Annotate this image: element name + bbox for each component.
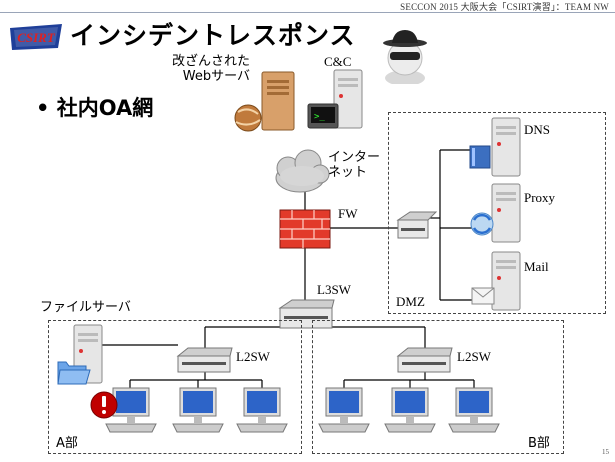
dmz-zone bbox=[388, 112, 606, 314]
logo-text: CSIRT bbox=[17, 30, 56, 45]
mail-label: Mail bbox=[524, 259, 549, 274]
internet-cloud-icon bbox=[275, 149, 330, 193]
file-server-label: ファイルサーバ bbox=[40, 300, 131, 315]
slide-title: インシデントレスポンス bbox=[70, 21, 356, 50]
proxy-label: Proxy bbox=[524, 190, 556, 205]
pc-b1-icon bbox=[318, 387, 370, 433]
dns-server-icon bbox=[469, 117, 521, 177]
l2-switch-b-icon bbox=[396, 347, 453, 373]
l2-switch-a-icon bbox=[176, 347, 233, 373]
pc-a1-icon bbox=[105, 387, 157, 433]
l3sw-label: L3SW bbox=[317, 282, 351, 297]
pc-a2-icon bbox=[172, 387, 224, 433]
l2sw-b-label: L2SW bbox=[457, 349, 491, 364]
svg-text:>_: >_ bbox=[314, 112, 325, 122]
dns-label: DNS bbox=[524, 122, 551, 137]
cnc-server-icon: >_ bbox=[307, 69, 363, 129]
alert-icon bbox=[90, 391, 118, 419]
internet-label: インター ネット bbox=[328, 150, 381, 180]
l3-switch-icon bbox=[278, 299, 335, 329]
pc-b2-icon bbox=[384, 387, 436, 433]
tampered-web-server-icon bbox=[234, 71, 295, 132]
file-server-icon bbox=[57, 324, 103, 385]
fw-label: FW bbox=[338, 206, 358, 221]
pc-a3-icon bbox=[236, 387, 288, 433]
proxy-server-icon bbox=[470, 183, 521, 243]
zone-a-label: A部 bbox=[56, 436, 78, 451]
header-rule bbox=[0, 12, 615, 13]
zone-b-label: B部 bbox=[528, 436, 550, 451]
dmz-label: DMZ bbox=[396, 294, 425, 309]
mail-server-icon bbox=[471, 251, 521, 311]
header-event-text: SECCON 2015 大阪大会「CSIRT演習」：TEAM NW bbox=[400, 2, 609, 12]
firewall-icon bbox=[279, 209, 331, 249]
zone-a bbox=[48, 320, 302, 454]
seccon-logo: CSIRT bbox=[8, 20, 64, 52]
pc-b3-icon bbox=[448, 387, 500, 433]
spy-icon bbox=[380, 28, 430, 84]
page-number: 15 bbox=[602, 448, 609, 456]
cnc-label: C&C bbox=[324, 54, 352, 69]
bullet-text: 社内OA網 bbox=[56, 96, 154, 120]
l2sw-a-label: L2SW bbox=[236, 349, 270, 364]
slide-bullet: • 社内OA網 bbox=[36, 96, 154, 120]
zone-b bbox=[312, 320, 564, 454]
tampered-server-label: 改ざんされた Webサーバ bbox=[172, 54, 251, 84]
dmz-switch-icon bbox=[396, 211, 438, 239]
